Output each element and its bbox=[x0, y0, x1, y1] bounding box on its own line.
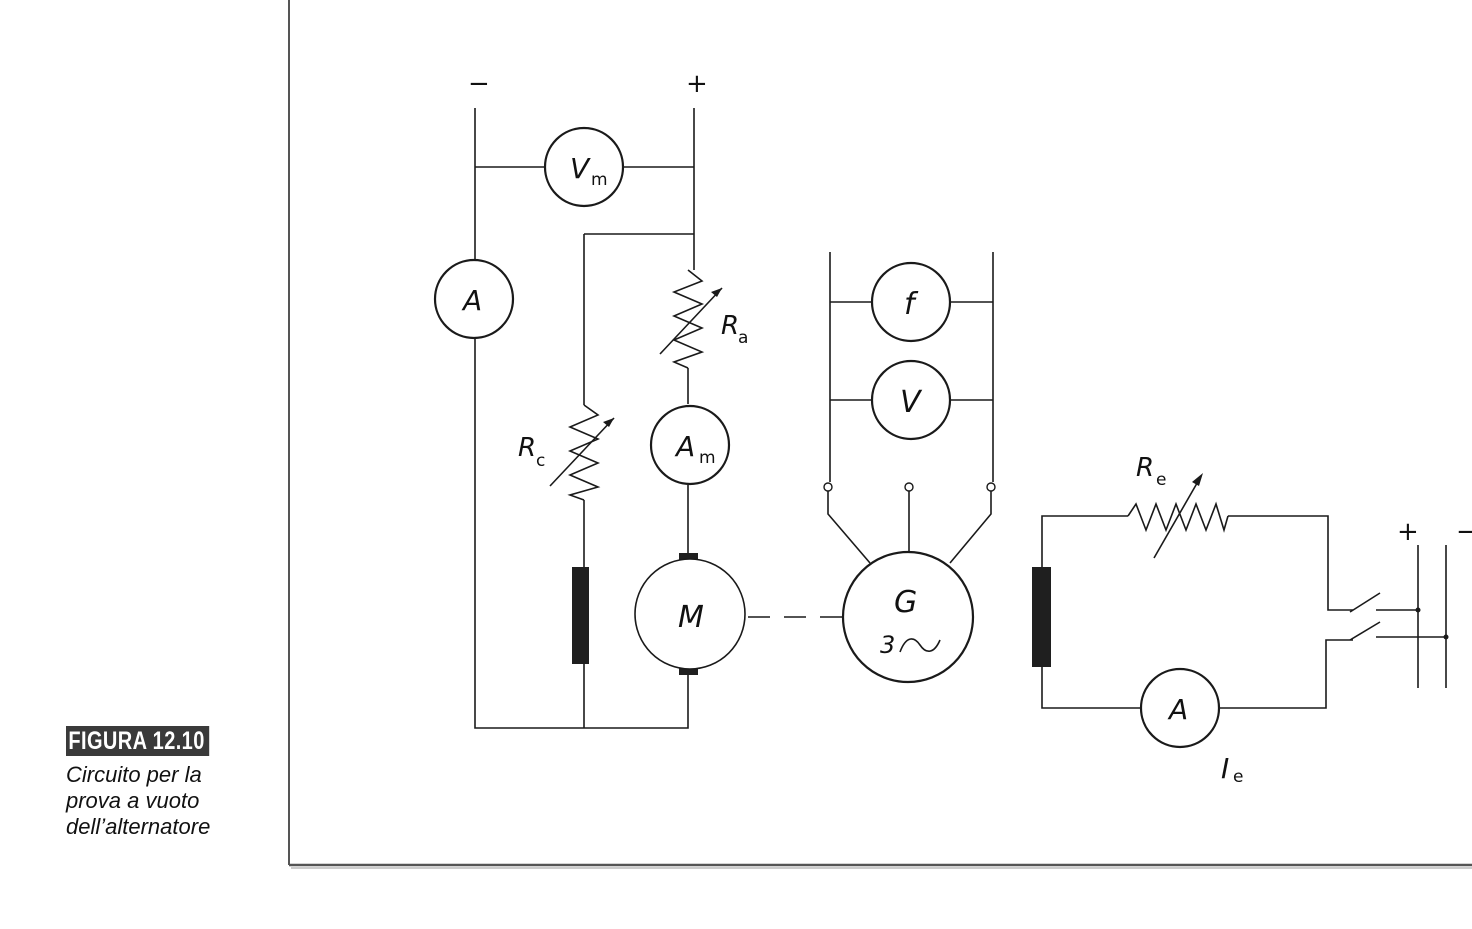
figure-number: FIGURA 12.10 bbox=[66, 726, 210, 756]
excitation-rheostat: R e bbox=[1127, 453, 1229, 559]
vm-label: V bbox=[570, 152, 591, 185]
am-subscript: m bbox=[699, 448, 716, 468]
ra-label: R bbox=[721, 311, 739, 341]
am-label: A bbox=[674, 430, 695, 463]
ie-label: I bbox=[1221, 752, 1229, 785]
figure-caption-text: Circuito per la prova a vuoto dell’alter… bbox=[66, 762, 211, 839]
motor-voltmeter: V m bbox=[543, 126, 625, 208]
ie-subscript: e bbox=[1233, 767, 1243, 787]
dc-motor: M bbox=[634, 553, 746, 675]
gen-phase-label: 3 bbox=[880, 631, 895, 659]
alternator-field-winding bbox=[1032, 567, 1051, 667]
exc-ammeter-label: A bbox=[1167, 693, 1188, 726]
frequency-meter: f bbox=[870, 261, 952, 343]
line-ammeter: A bbox=[433, 258, 515, 340]
dc-plus-label: + bbox=[686, 69, 708, 99]
figure-frame bbox=[288, 0, 1472, 869]
re-label: R bbox=[1136, 453, 1154, 483]
motor-label: M bbox=[678, 600, 704, 635]
three-phase-alternator: G 3 bbox=[841, 550, 975, 684]
ac-tilde-icon bbox=[899, 638, 941, 653]
ra-subscript: a bbox=[738, 328, 748, 348]
motor-field-winding bbox=[572, 567, 589, 664]
exc-minus-label: − bbox=[1456, 517, 1472, 547]
excitation-ammeter: A I e bbox=[1139, 667, 1243, 787]
line-ammeter-label: A bbox=[461, 284, 482, 317]
armature-rheostat: R a bbox=[659, 269, 748, 369]
dc-minus-label: − bbox=[468, 69, 490, 99]
figure-caption: FIGURA 12.10 Circuito per la prova a vuo… bbox=[66, 726, 266, 840]
armature-ammeter: A m bbox=[649, 404, 731, 486]
field-rheostat: R c bbox=[518, 404, 615, 501]
rc-label: R bbox=[518, 433, 536, 463]
rc-subscript: c bbox=[536, 451, 545, 471]
volt-label: V bbox=[900, 385, 923, 420]
gen-label: G bbox=[894, 585, 917, 620]
exc-plus-label: + bbox=[1397, 517, 1419, 547]
dc-motor-wiring bbox=[474, 108, 842, 729]
alternator-voltmeter: V bbox=[870, 359, 952, 441]
vm-subscript: m bbox=[591, 170, 608, 190]
re-subscript: e bbox=[1156, 470, 1166, 490]
excitation-wiring bbox=[1041, 515, 1449, 709]
alternator-measuring-wiring bbox=[823, 252, 996, 564]
